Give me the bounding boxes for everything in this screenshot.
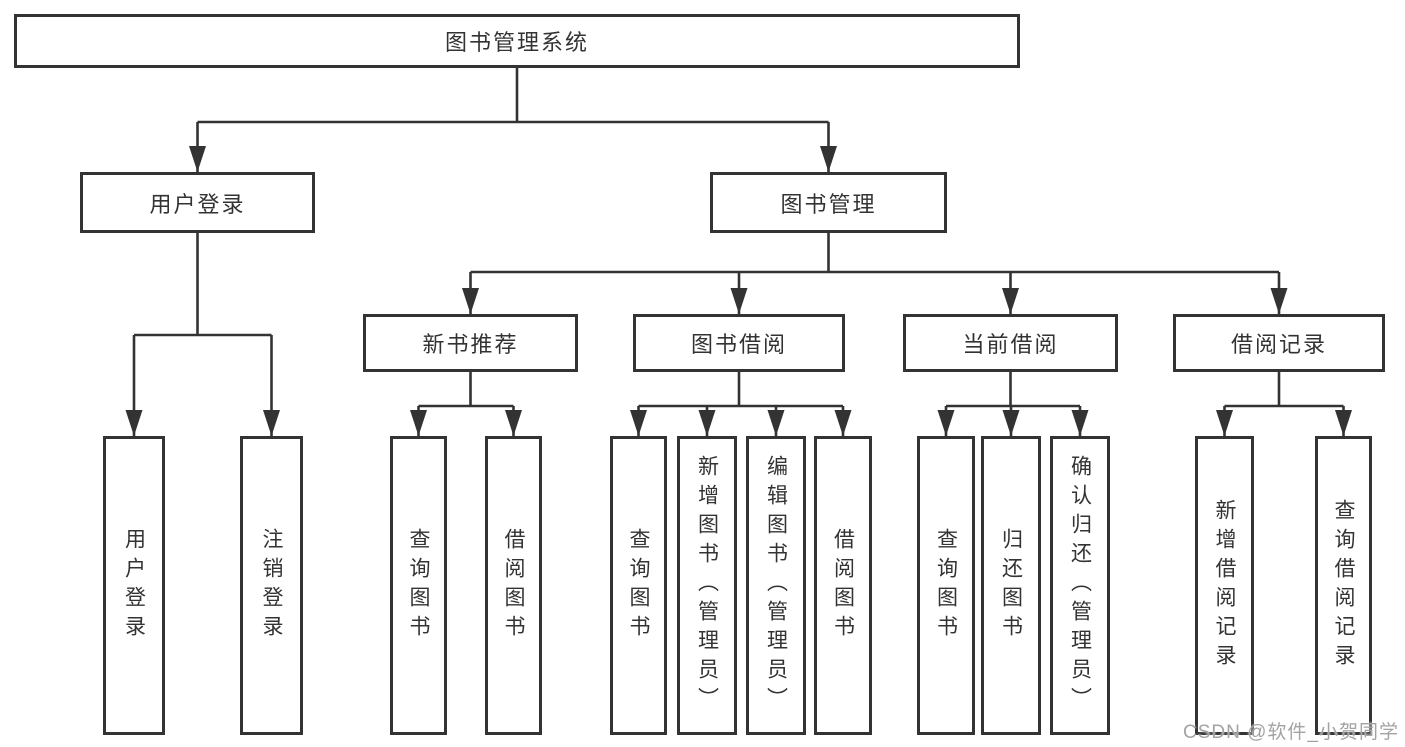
node-new-book-recommend: 新书推荐 [363,314,578,372]
node-borrow-records: 借阅记录 [1173,314,1385,372]
node-borrow-books-recommend: 借阅图书 [485,436,542,735]
node-query-books-current: 查询图书 [917,436,975,735]
node-add-books-admin: 新增图书（管理员） [677,436,737,735]
node-root-system: 图书管理系统 [14,14,1020,68]
node-book-management: 图书管理 [710,172,947,233]
node-query-books-borrow: 查询图书 [610,436,667,735]
node-book-borrow: 图书借阅 [633,314,845,372]
node-user-login: 用户登录 [80,172,315,233]
node-logout-action: 注销登录 [240,436,303,735]
node-add-borrow-record: 新增借阅记录 [1195,436,1254,735]
csdn-watermark: CSDN @软件_小贺同学 [1183,722,1399,743]
node-query-borrow-record: 查询借阅记录 [1315,436,1372,735]
node-confirm-return-admin: 确认归还（管理员） [1050,436,1110,735]
node-current-borrow: 当前借阅 [903,314,1118,372]
node-query-books-recommend: 查询图书 [390,436,447,735]
node-edit-books-admin: 编辑图书（管理员） [746,436,806,735]
node-borrow-books-action: 借阅图书 [814,436,872,735]
node-return-books: 归还图书 [981,436,1041,735]
node-user-login-action: 用户登录 [103,436,165,735]
